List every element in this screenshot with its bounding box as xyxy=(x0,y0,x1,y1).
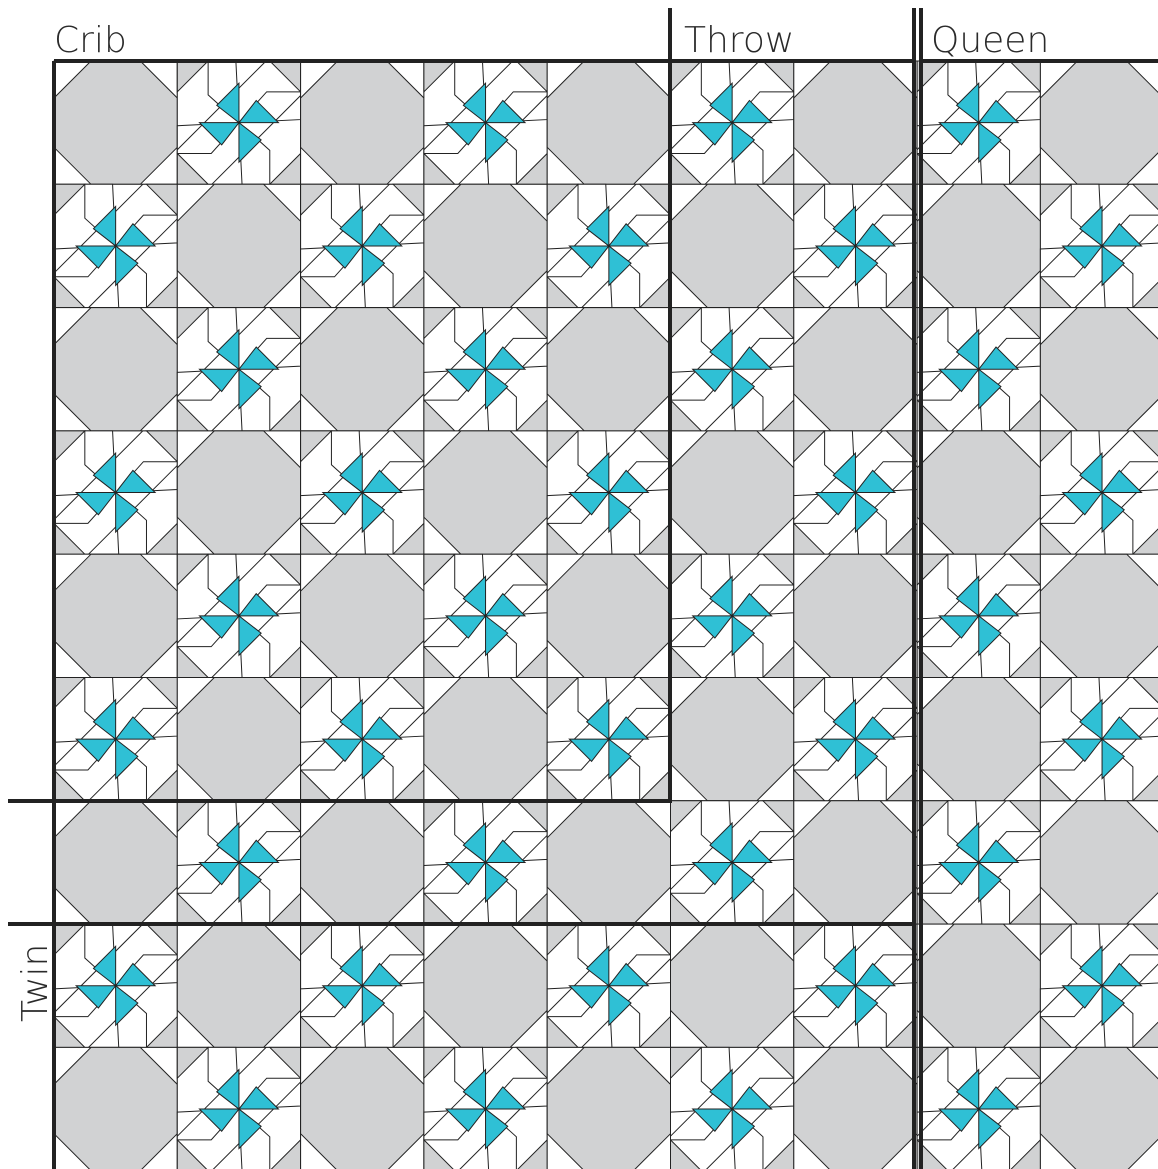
octagon-block-4-2 xyxy=(301,554,424,677)
octagon-block-6-8 xyxy=(1040,801,1158,924)
star-block-7-6 xyxy=(794,924,917,1047)
star-block-8-1 xyxy=(177,1047,300,1169)
star-block-3-2 xyxy=(301,431,424,554)
octagon-block-5-5 xyxy=(671,678,794,801)
queen-label: Queen xyxy=(931,20,1049,61)
star-block-4-5 xyxy=(671,554,794,677)
octagon-block-2-2 xyxy=(301,308,424,431)
star-block-3-8 xyxy=(1040,431,1158,554)
octagon-block-6-4 xyxy=(547,801,670,924)
star-block-7-8 xyxy=(1040,924,1158,1047)
star-block-3-4 xyxy=(547,431,670,554)
star-block-7-0 xyxy=(54,924,177,1047)
star-block-4-7 xyxy=(917,554,1040,677)
octagon-block-2-8 xyxy=(1040,308,1158,431)
star-block-5-0 xyxy=(54,678,177,801)
star-block-6-7 xyxy=(917,801,1040,924)
star-block-2-1 xyxy=(177,308,300,431)
octagon-block-1-7 xyxy=(917,184,1040,307)
octagon-block-7-5 xyxy=(671,924,794,1047)
octagon-block-0-6 xyxy=(794,61,917,184)
star-block-1-8 xyxy=(1040,184,1158,307)
octagon-block-0-0 xyxy=(54,61,177,184)
star-block-0-7 xyxy=(917,61,1040,184)
star-block-5-6 xyxy=(794,678,917,801)
octagon-block-4-6 xyxy=(794,554,917,677)
star-block-3-6 xyxy=(794,431,917,554)
crib-label: Crib xyxy=(54,20,127,61)
octagon-block-8-6 xyxy=(794,1047,917,1169)
octagon-block-6-6 xyxy=(794,801,917,924)
octagon-block-6-2 xyxy=(301,801,424,924)
octagon-block-4-0 xyxy=(54,554,177,677)
star-block-6-5 xyxy=(671,801,794,924)
star-block-1-4 xyxy=(547,184,670,307)
octagon-block-5-1 xyxy=(177,678,300,801)
octagon-block-8-8 xyxy=(1040,1047,1158,1169)
star-block-2-5 xyxy=(671,308,794,431)
star-block-4-1 xyxy=(177,554,300,677)
star-block-6-3 xyxy=(424,801,547,924)
octagon-block-2-0 xyxy=(54,308,177,431)
octagon-block-2-4 xyxy=(547,308,670,431)
star-block-7-2 xyxy=(301,924,424,1047)
octagon-block-3-3 xyxy=(424,431,547,554)
octagon-block-2-6 xyxy=(794,308,917,431)
octagon-block-3-5 xyxy=(671,431,794,554)
star-block-2-7 xyxy=(917,308,1040,431)
star-block-5-2 xyxy=(301,678,424,801)
star-block-1-6 xyxy=(794,184,917,307)
star-block-0-3 xyxy=(424,61,547,184)
octagon-block-4-8 xyxy=(1040,554,1158,677)
octagon-block-7-1 xyxy=(177,924,300,1047)
star-block-8-3 xyxy=(424,1047,547,1169)
octagon-block-1-1 xyxy=(177,184,300,307)
octagon-block-3-1 xyxy=(177,431,300,554)
octagon-block-0-2 xyxy=(301,61,424,184)
star-block-0-1 xyxy=(177,61,300,184)
star-block-8-5 xyxy=(671,1047,794,1169)
star-block-4-3 xyxy=(424,554,547,677)
octagon-block-6-0 xyxy=(54,801,177,924)
star-block-1-0 xyxy=(54,184,177,307)
octagon-block-8-2 xyxy=(301,1047,424,1169)
octagon-block-8-4 xyxy=(547,1047,670,1169)
star-block-5-4 xyxy=(547,678,670,801)
octagon-block-8-0 xyxy=(54,1047,177,1169)
octagon-block-1-5 xyxy=(671,184,794,307)
octagon-block-3-7 xyxy=(917,431,1040,554)
star-block-1-2 xyxy=(301,184,424,307)
star-block-2-3 xyxy=(424,308,547,431)
octagon-block-0-8 xyxy=(1040,61,1158,184)
star-block-0-5 xyxy=(671,61,794,184)
quilt-blocks xyxy=(54,61,1158,1169)
octagon-block-7-3 xyxy=(424,924,547,1047)
octagon-block-5-7 xyxy=(917,678,1040,801)
octagon-block-7-7 xyxy=(917,924,1040,1047)
octagon-block-5-3 xyxy=(424,678,547,801)
throw-label: Throw xyxy=(684,20,794,61)
star-block-6-1 xyxy=(177,801,300,924)
octagon-block-1-3 xyxy=(424,184,547,307)
star-block-8-7 xyxy=(917,1047,1040,1169)
twin-label: Twin xyxy=(15,944,56,1022)
octagon-block-0-4 xyxy=(547,61,670,184)
star-block-5-8 xyxy=(1040,678,1158,801)
octagon-block-4-4 xyxy=(547,554,670,677)
star-block-3-0 xyxy=(54,431,177,554)
star-block-7-4 xyxy=(547,924,670,1047)
